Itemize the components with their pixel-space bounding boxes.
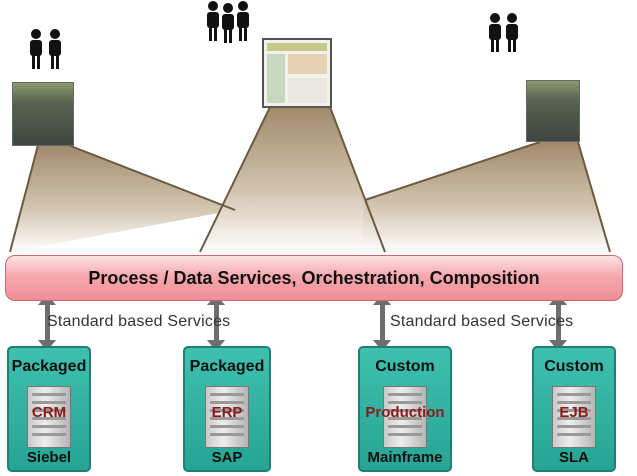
server-icon — [27, 386, 71, 448]
server-icon — [552, 386, 596, 448]
app-screen-center — [262, 38, 332, 108]
app-screen-right — [526, 80, 580, 142]
system-type-label: Custom — [375, 358, 435, 375]
users-icon — [30, 29, 61, 69]
services-label-right: Standard based Services — [390, 313, 574, 330]
center-cone-edge-2 — [329, 106, 386, 253]
system-vendor-label: Siebel — [26, 449, 72, 466]
left-cone-edge-2 — [67, 144, 236, 211]
system-type-label: Packaged — [189, 358, 265, 375]
process-services-title: Process / Data Services, Orchestration, … — [88, 267, 540, 288]
services-label-left: Standard based Services — [47, 313, 231, 330]
system-app-label: EJB — [559, 404, 589, 421]
system-type-label: Packaged — [11, 358, 87, 375]
system-box-production: Custom Production Mainframe — [358, 346, 452, 472]
right-cone-edge — [364, 141, 541, 201]
system-app-label: CRM — [31, 404, 67, 421]
left-cone-edge — [9, 144, 39, 253]
system-app-label: ERP — [211, 404, 243, 421]
system-type-label: Custom — [544, 358, 604, 375]
system-box-ejb: Custom EJB SLA — [532, 346, 616, 472]
server-icon — [383, 386, 427, 448]
system-app-label: Production — [365, 404, 445, 421]
right-cone — [360, 142, 610, 252]
users-icon — [489, 13, 518, 52]
users-group-icon — [207, 1, 249, 43]
system-vendor-label: SLA — [559, 449, 589, 466]
system-box-erp: Packaged ERP SAP — [183, 346, 271, 472]
right-cone-edge-2 — [577, 141, 611, 253]
system-box-crm: Packaged CRM Siebel — [7, 346, 91, 472]
app-screen-left — [12, 82, 74, 146]
left-cone — [10, 145, 235, 252]
process-services-bar: Process / Data Services, Orchestration, … — [5, 255, 623, 301]
system-vendor-label: SAP — [211, 449, 243, 466]
server-icon — [205, 386, 249, 448]
system-vendor-label: Mainframe — [367, 449, 443, 466]
center-cone-edge — [199, 106, 271, 253]
center-cone — [200, 107, 385, 252]
